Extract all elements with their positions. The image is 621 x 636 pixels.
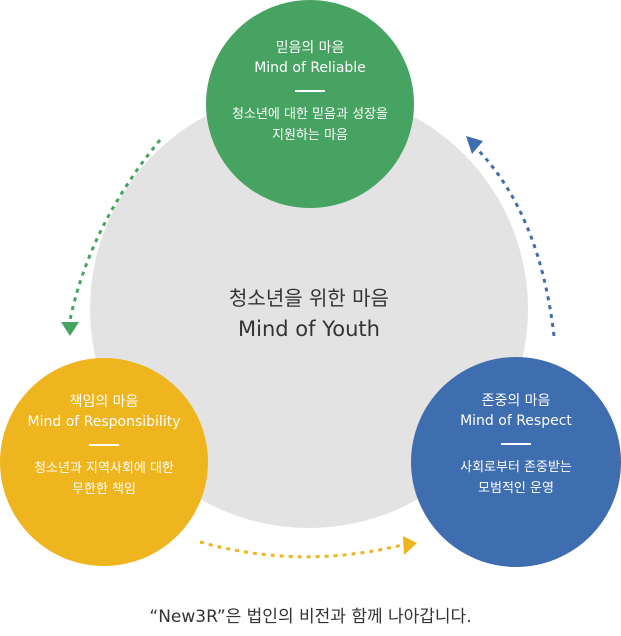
node-responsibility-desc-line2: 무한한 책임: [72, 482, 136, 497]
node-reliable-desc-line2: 지원하는 마음: [272, 128, 348, 143]
footer-caption: “New3R”은 법인의 비전과 함께 나아갑니다.: [149, 607, 472, 627]
node-responsibility: 책임의 마음 Mind of Responsibility 청소년과 지역사회에…: [0, 358, 208, 566]
node-respect-desc-line1: 사회로부터 존중받는: [460, 460, 572, 475]
center-label: 청소년을 위한 마음 Mind of Youth: [90, 283, 528, 345]
node-respect-subtitle: Mind of Respect: [460, 413, 572, 429]
node-respect: 존중의 마음 Mind of Respect 사회로부터 존중받는 모범적인 운…: [411, 357, 621, 567]
node-reliable-divider: [295, 90, 325, 92]
node-respect-desc-line2: 모범적인 운영: [478, 481, 554, 496]
arrow-head-left: [61, 322, 79, 336]
node-responsibility-title: 책임의 마음: [69, 394, 139, 410]
center-title: 청소년을 위한 마음: [229, 286, 389, 310]
node-reliable: 믿음의 마음 Mind of Reliable 청소년에 대한 믿음과 성장을 …: [206, 0, 414, 208]
node-respect-title: 존중의 마음: [481, 393, 551, 409]
node-responsibility-divider: [89, 444, 119, 446]
node-respect-divider: [501, 443, 531, 445]
center-subtitle: Mind of Youth: [238, 317, 380, 341]
node-reliable-title: 믿음의 마음: [275, 40, 345, 56]
arrow-head-right: [466, 136, 483, 154]
arrow-top-to-left: [68, 139, 162, 321]
arrow-left-to-right: [199, 540, 403, 559]
arrow-head-bottom: [403, 536, 417, 555]
node-responsibility-desc-line1: 청소년과 지역사회에 대한: [34, 461, 174, 476]
arrow-right-to-top: [476, 148, 556, 337]
node-reliable-subtitle: Mind of Reliable: [254, 60, 366, 76]
node-responsibility-subtitle: Mind of Responsibility: [27, 414, 181, 430]
node-reliable-desc-line1: 청소년에 대한 믿음과 성장을: [232, 107, 388, 122]
